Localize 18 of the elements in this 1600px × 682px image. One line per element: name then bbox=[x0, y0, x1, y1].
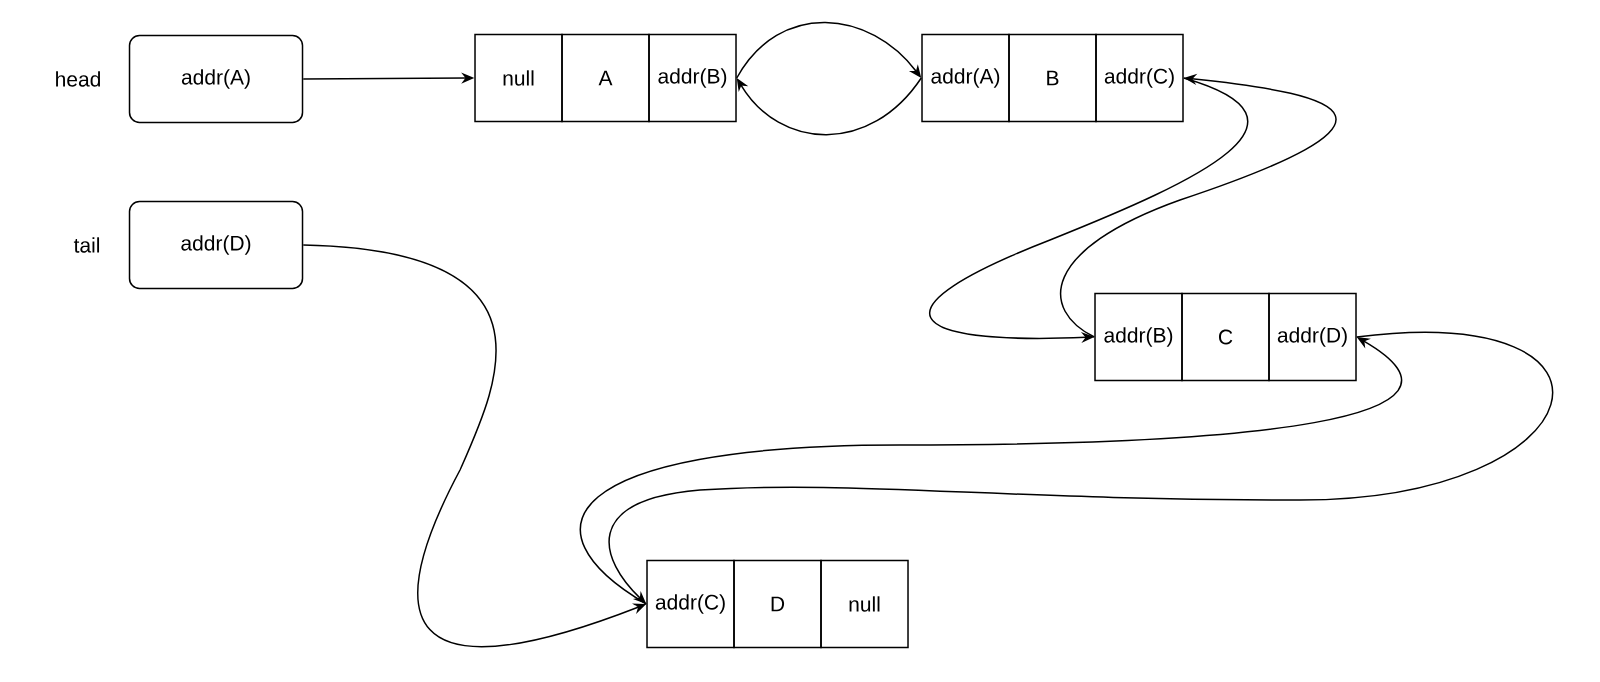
list-cell: null bbox=[474, 33, 563, 123]
list-cell: addr(B) bbox=[1094, 292, 1183, 382]
list-cell: addr(B) bbox=[648, 33, 737, 123]
list-cell: B bbox=[1008, 33, 1097, 123]
list-cell: A bbox=[561, 33, 650, 123]
pointer-name: tail bbox=[73, 237, 100, 253]
list-cell: C bbox=[1181, 292, 1270, 382]
list-cell: null bbox=[820, 559, 909, 649]
list-cell: addr(D) bbox=[1268, 292, 1357, 382]
list-cell: addr(C) bbox=[646, 559, 735, 649]
pointer-name: head bbox=[56, 71, 100, 87]
pointer-box: addr(D) bbox=[128, 200, 304, 290]
pointer-box: addr(A) bbox=[128, 34, 304, 124]
list-cell: D bbox=[733, 559, 822, 649]
list-cell: addr(A) bbox=[921, 33, 1010, 123]
arrow bbox=[608, 331, 1553, 604]
list-cell: addr(C) bbox=[1095, 33, 1184, 123]
arrow bbox=[579, 337, 1402, 605]
